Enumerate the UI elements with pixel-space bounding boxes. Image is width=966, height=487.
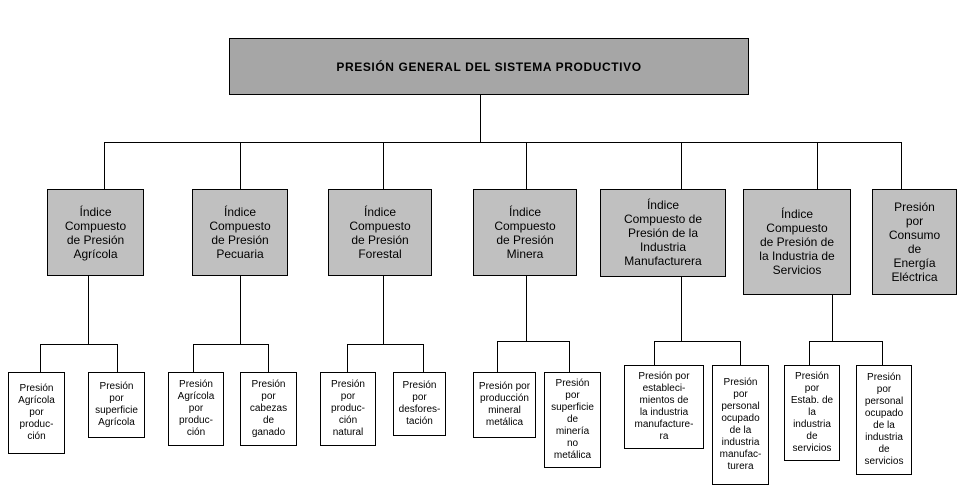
sub-node-label: Presión por estableci- mientos de la ind… (634, 371, 694, 442)
connector-line (347, 344, 424, 345)
sub-node-label: Presión por cabezas de ganado (249, 379, 288, 438)
sub-node: Presión por cabezas de ganado (240, 372, 297, 446)
sub-node: Presión por estableci- mientos de la ind… (624, 365, 704, 449)
connector-line (526, 142, 527, 189)
connector-line (809, 341, 883, 342)
sub-node: Presión Agrícola por produc- ción (168, 372, 224, 446)
connector-line (193, 344, 194, 372)
connector-line (740, 341, 741, 365)
sub-node: Presión por superficie de minería no met… (544, 372, 601, 468)
index-label: Índice Compuesto de Presión Agrícola (64, 204, 127, 261)
index-label: Índice Compuesto de Presión Minera (494, 204, 556, 261)
sub-node: Presión por desfores- tación (393, 372, 446, 436)
connector-line (681, 142, 682, 189)
index-node-energia: Presión por Consumo de Energía Eléctrica (872, 189, 957, 295)
connector-line (268, 344, 269, 372)
connector-line (654, 341, 741, 342)
root-node: PRESIÓN GENERAL DEL SISTEMA PRODUCTIVO (229, 38, 749, 95)
sub-node: Presión por producción mineral metálica (473, 372, 536, 438)
connector-line (901, 142, 902, 189)
connector-line (809, 341, 810, 365)
connector-line (193, 344, 269, 345)
connector-line (88, 276, 89, 344)
index-node-agricola: Índice Compuesto de Presión Agrícola (47, 189, 144, 276)
connector-line (480, 95, 481, 142)
sub-node-label: Presión por personal ocupado de la indus… (719, 377, 762, 472)
sub-node-label: Presión Agrícola por produc- ción (18, 383, 55, 442)
connector-line (383, 142, 384, 189)
connector-line (654, 341, 655, 365)
index-label: Índice Compuesto de Presión de la Indust… (759, 207, 835, 277)
sub-node: Presión por produc- ción natural (320, 372, 376, 446)
sub-node-label: Presión Agrícola por produc- ción (177, 379, 215, 438)
connector-line (40, 344, 41, 372)
connector-line (383, 276, 384, 344)
sub-node-label: Presión por superficie de minería no met… (551, 378, 594, 461)
connector-line (817, 142, 818, 189)
index-node-pecuaria: Índice Compuesto de Presión Pecuaria (192, 189, 288, 276)
connector-line (347, 344, 348, 372)
connector-line (497, 341, 570, 342)
connector-line (882, 341, 883, 365)
sub-node: Presión por personal ocupado de la indus… (856, 365, 912, 475)
connector-line (240, 276, 241, 344)
connector-line (497, 341, 498, 372)
connector-line (117, 344, 118, 372)
index-node-minera: Índice Compuesto de Presión Minera (473, 189, 577, 276)
sub-node-label: Presión por desfores- tación (398, 380, 441, 427)
root-node-label: PRESIÓN GENERAL DEL SISTEMA PRODUCTIVO (336, 59, 642, 74)
sub-node-label: Presión por produc- ción natural (331, 379, 365, 438)
index-label: Índice Compuesto de Presión de la Indust… (623, 198, 703, 268)
connector-line (423, 344, 424, 372)
sub-node-label: Presión por personal ocupado de la indus… (864, 372, 904, 467)
connector-line (40, 344, 118, 345)
index-label: Índice Compuesto de Presión Pecuaria (209, 204, 271, 261)
connector-line (569, 341, 570, 372)
connector-line (832, 295, 833, 341)
sub-node-label: Presión por producción mineral metálica (478, 381, 531, 428)
index-label: Índice Compuesto de Presión Forestal (349, 204, 411, 261)
sub-node: Presión por personal ocupado de la indus… (712, 365, 769, 485)
sub-node: Presión por superficie Agrícola (88, 372, 145, 438)
sub-node-label: Presión por Estab. de la industria de se… (790, 371, 834, 454)
connector-line (240, 142, 241, 189)
connector-line (104, 142, 105, 189)
sub-node: Presión por Estab. de la industria de se… (784, 365, 840, 461)
connector-line (681, 277, 682, 341)
connector-line (526, 276, 527, 341)
index-node-servicios: Índice Compuesto de Presión de la Indust… (743, 189, 851, 295)
connector-line (104, 142, 902, 143)
sub-node-label: Presión por superficie Agrícola (95, 381, 138, 428)
sub-node: Presión Agrícola por produc- ción (8, 372, 65, 454)
index-label: Presión por Consumo de Energía Eléctrica (888, 200, 941, 284)
index-node-forestal: Índice Compuesto de Presión Forestal (328, 189, 432, 276)
index-node-manufacturera: Índice Compuesto de Presión de la Indust… (600, 189, 726, 277)
